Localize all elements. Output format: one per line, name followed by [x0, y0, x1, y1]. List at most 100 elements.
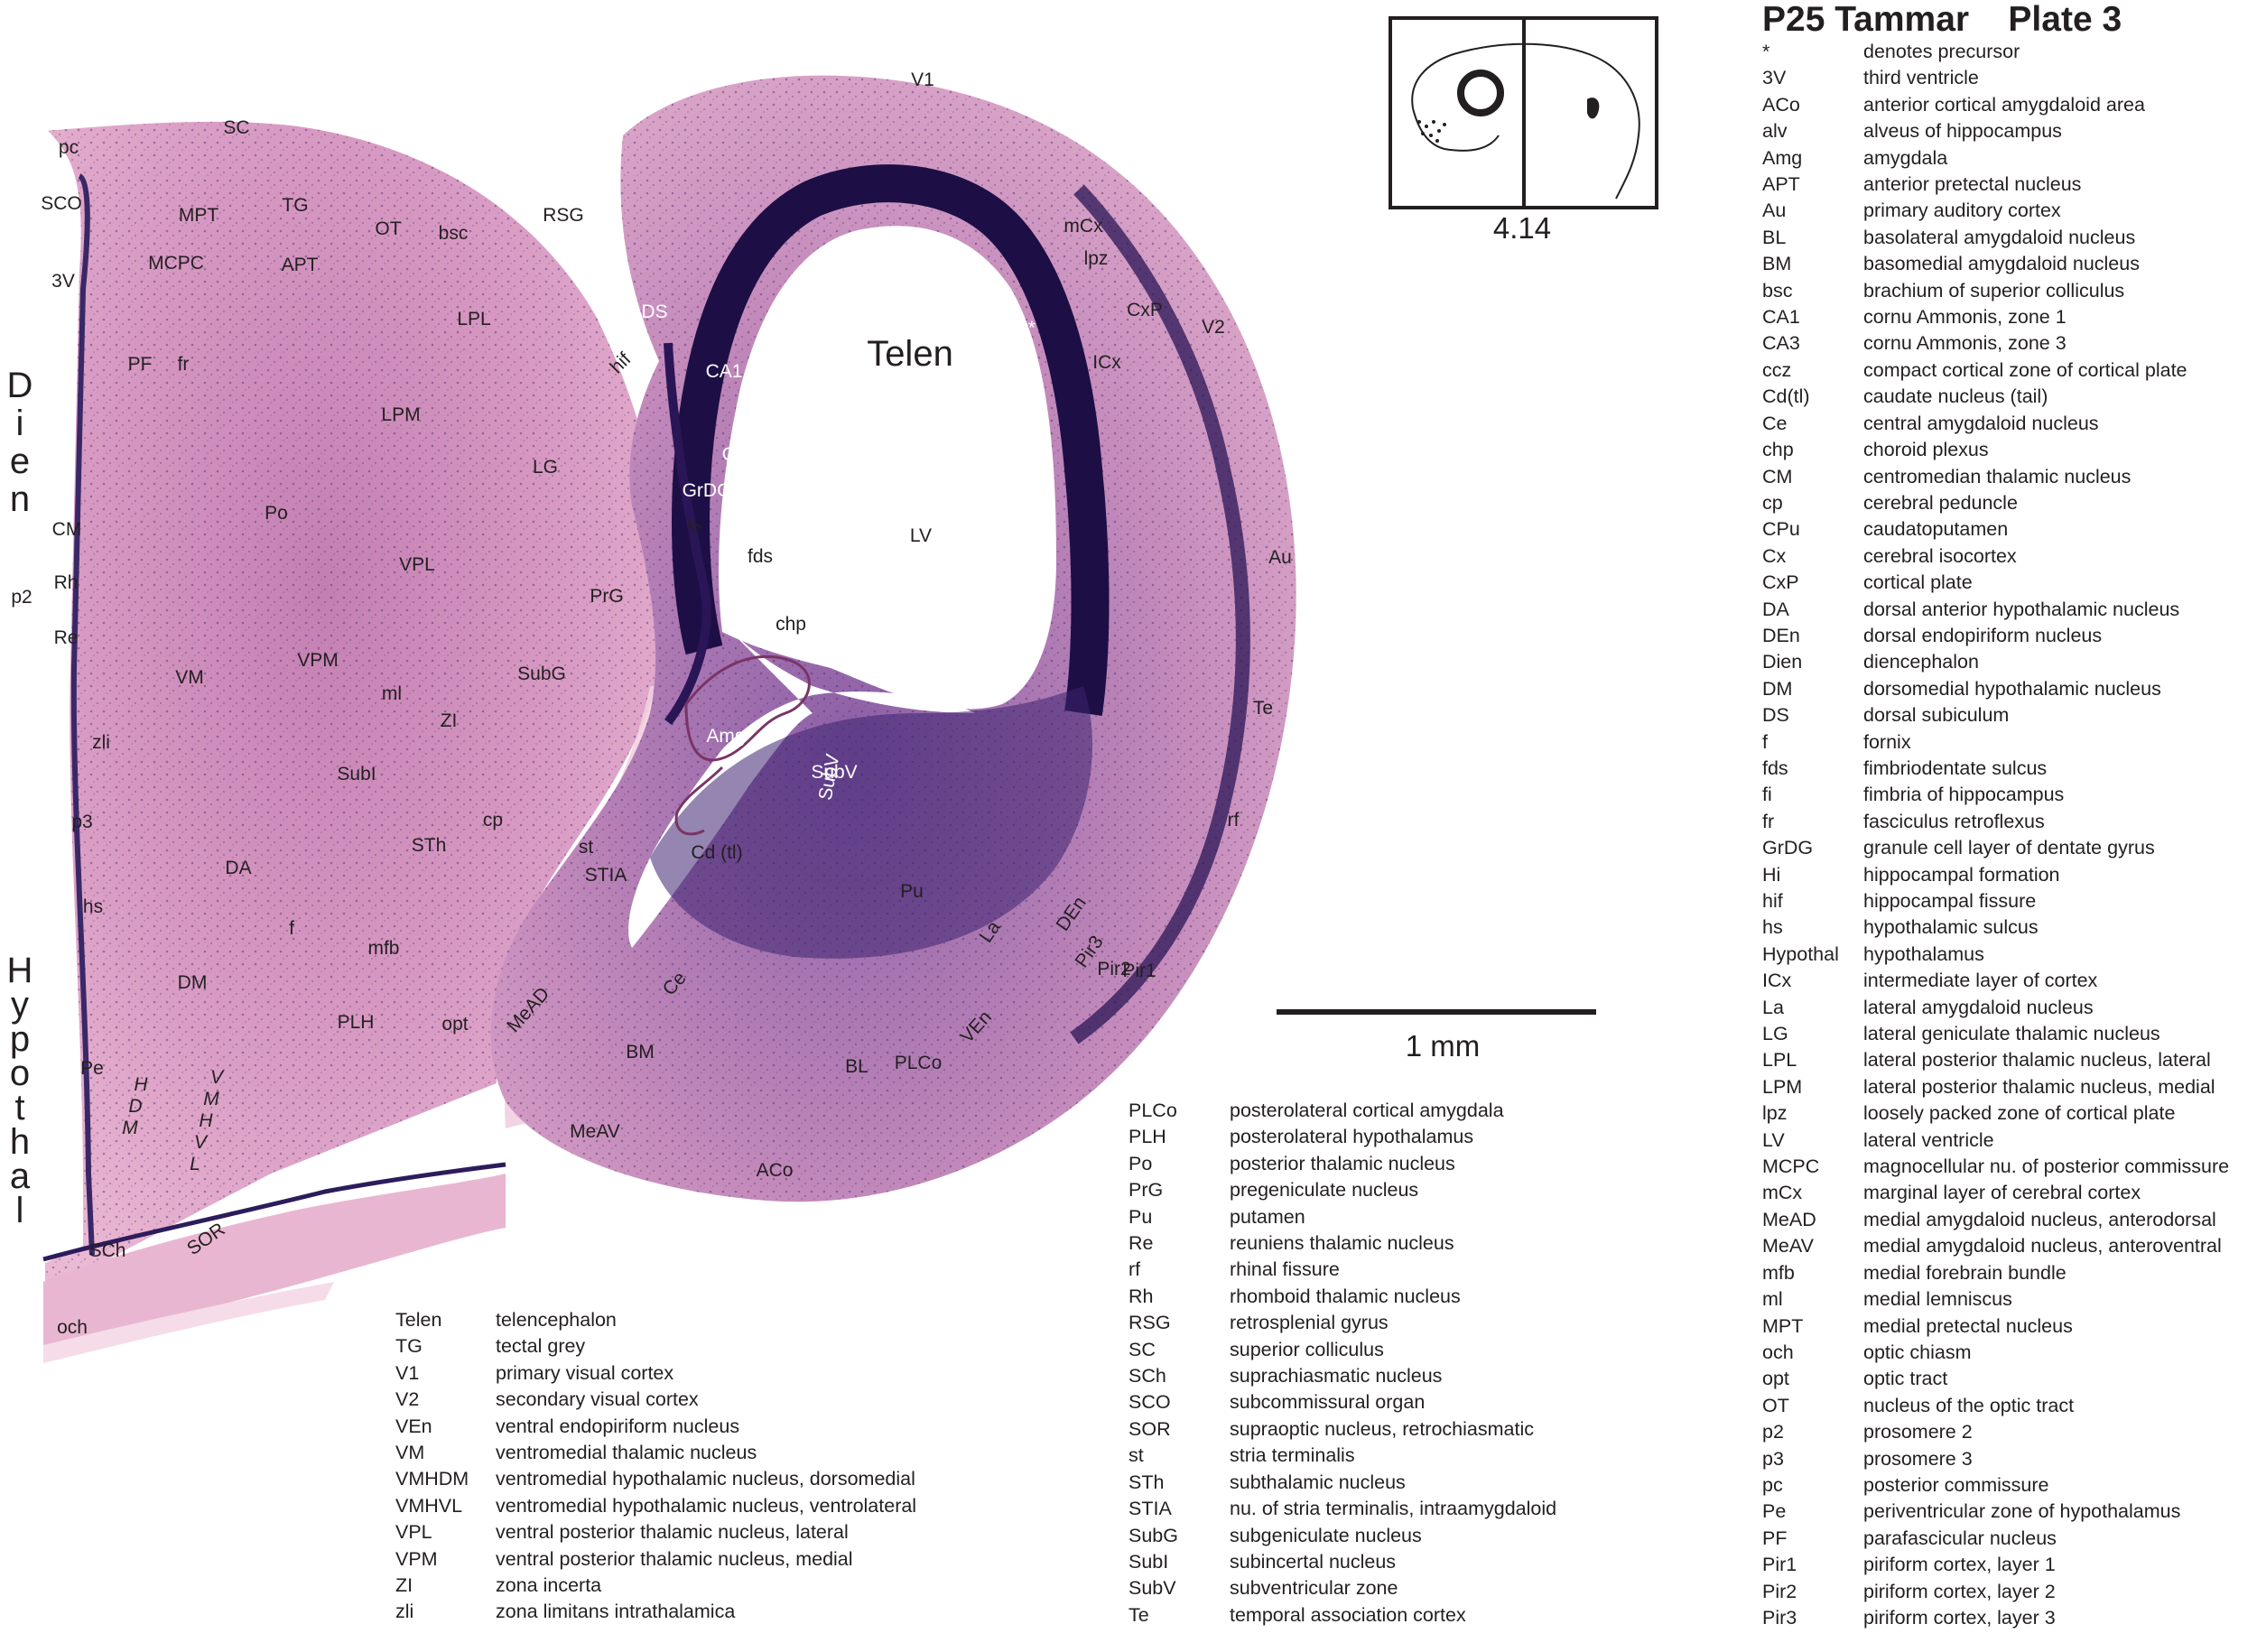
legend-abbreviation: f — [1762, 730, 1768, 753]
legend-abbreviation: LG — [1762, 1023, 1788, 1045]
legend-definition: dorsomedial hypothalamic nucleus — [1863, 677, 2161, 700]
structure-label: MPT — [179, 205, 219, 226]
structure-label: ACo — [757, 1160, 794, 1181]
legend-abbreviation: DEn — [1762, 624, 1800, 646]
structure-label: Te — [1253, 698, 1273, 719]
legend-abbreviation: p3 — [1762, 1447, 1784, 1470]
legend-definition: dorsal anterior hypothalamic nucleus — [1863, 598, 2180, 620]
legend-definition: subventricular zone — [1230, 1577, 1398, 1600]
structure-label: CxP — [1127, 300, 1163, 320]
legend-definition: centromedian thalamic nucleus — [1863, 465, 2132, 487]
whisker-dots-icon — [1417, 120, 1446, 143]
legend-abbreviation: zli — [395, 1601, 414, 1623]
vertical-letter: l — [16, 1191, 24, 1230]
legend-definition: central amygdaloid nucleus — [1863, 412, 2099, 434]
legend-abbreviation: och — [1762, 1341, 1794, 1363]
legend-definition: telencephalon — [496, 1309, 617, 1331]
legend-definition: temporal association cortex — [1230, 1603, 1466, 1626]
legend-definition: piriform cortex, layer 1 — [1863, 1554, 2056, 1576]
structure-label: bsc — [439, 223, 469, 244]
vertical-letter: D — [7, 366, 33, 405]
legend-definition: optic chiasm — [1863, 1341, 1972, 1363]
legend-abbreviation: BL — [1762, 226, 1787, 248]
structure-label: ICx — [1092, 352, 1121, 373]
legend-definition: basolateral amygdaloid nucleus — [1863, 226, 2136, 248]
region-label-telen: Telen — [867, 334, 953, 374]
structure-label: och — [57, 1317, 88, 1338]
structure-label: Cd (tl) — [691, 842, 742, 863]
structure-label: Cx* — [1005, 318, 1036, 339]
legend-definition: subthalamic nucleus — [1230, 1471, 1406, 1493]
legend-definition: posterior commissure — [1863, 1473, 2049, 1496]
legend-abbreviation: DS — [1762, 704, 1789, 727]
structure-label: zli — [92, 732, 110, 753]
legend-abbreviation: Pe — [1762, 1500, 1787, 1523]
legend-definition: lateral posterior thalamic nucleus, late… — [1863, 1049, 2211, 1072]
stacked-label-letter: V — [210, 1067, 225, 1088]
legend-abbreviation: SCO — [1128, 1391, 1171, 1414]
legend-abbreviation: hs — [1762, 916, 1783, 939]
legend-definition: putamen — [1230, 1205, 1305, 1228]
structure-label: VM — [175, 667, 204, 688]
legend-definition: anterior cortical amygdaloid area — [1863, 93, 2145, 116]
legend-abbreviation: Pir3 — [1762, 1606, 1797, 1629]
structure-label: hs — [83, 896, 103, 917]
legend-definition: hypothalamus — [1863, 942, 1984, 965]
legend-abbreviation: Dien — [1762, 651, 1803, 673]
legend-abbreviation: SC — [1128, 1338, 1156, 1360]
legend-abbreviation: Amg — [1762, 146, 1803, 169]
legend-abbreviation: CPu — [1762, 518, 1800, 541]
vertical-letter: H — [7, 951, 33, 990]
structure-label: BL — [845, 1056, 868, 1077]
structure-label: V1 — [911, 70, 934, 90]
structure-label: p2 — [11, 587, 32, 608]
legend-definition: lateral posterior thalamic nucleus, medi… — [1863, 1075, 2215, 1098]
legend-abbreviation: APT — [1762, 173, 1800, 196]
legend-abbreviation: Au — [1762, 200, 1787, 222]
legend-abbreviation: cp — [1762, 491, 1783, 514]
legend-row: Cd(tl)caudate nucleus (tail) — [1762, 384, 2229, 410]
legend-definition: piriform cortex, layer 3 — [1863, 1606, 2056, 1629]
legend-abbreviation: Pir1 — [1762, 1554, 1797, 1576]
legend-definition: secondary visual cortex — [496, 1388, 699, 1411]
hypothal-vertical-label: Hypothal — [7, 951, 33, 1230]
structure-label: GrDG — [683, 480, 732, 501]
legend-abbreviation: 3V — [1762, 67, 1787, 89]
structure-label: mCx — [1063, 216, 1103, 237]
structure-label: fr — [178, 354, 190, 375]
legend-definition: lateral amygdaloid nucleus — [1863, 996, 2094, 1018]
structure-label: PLH — [338, 1012, 375, 1033]
legend-abbreviation: st — [1128, 1444, 1144, 1467]
legend-definition: tectal grey — [496, 1335, 586, 1358]
structure-label: DM — [178, 972, 208, 993]
legend-abbreviation: TG — [395, 1335, 423, 1358]
legend-abbreviation: VMHVL — [395, 1494, 463, 1517]
legend-definition: alveus of hippocampus — [1863, 120, 2062, 143]
legend-abbreviation: PLCo — [1128, 1100, 1177, 1121]
structure-label: SubV — [811, 762, 857, 783]
structure-label: PrG — [590, 586, 623, 607]
legend-abbreviation: chp — [1762, 439, 1794, 461]
legend-definition: ventral endopiriform nucleus — [496, 1415, 740, 1437]
legend-abbreviation: MeAV — [1762, 1235, 1814, 1258]
